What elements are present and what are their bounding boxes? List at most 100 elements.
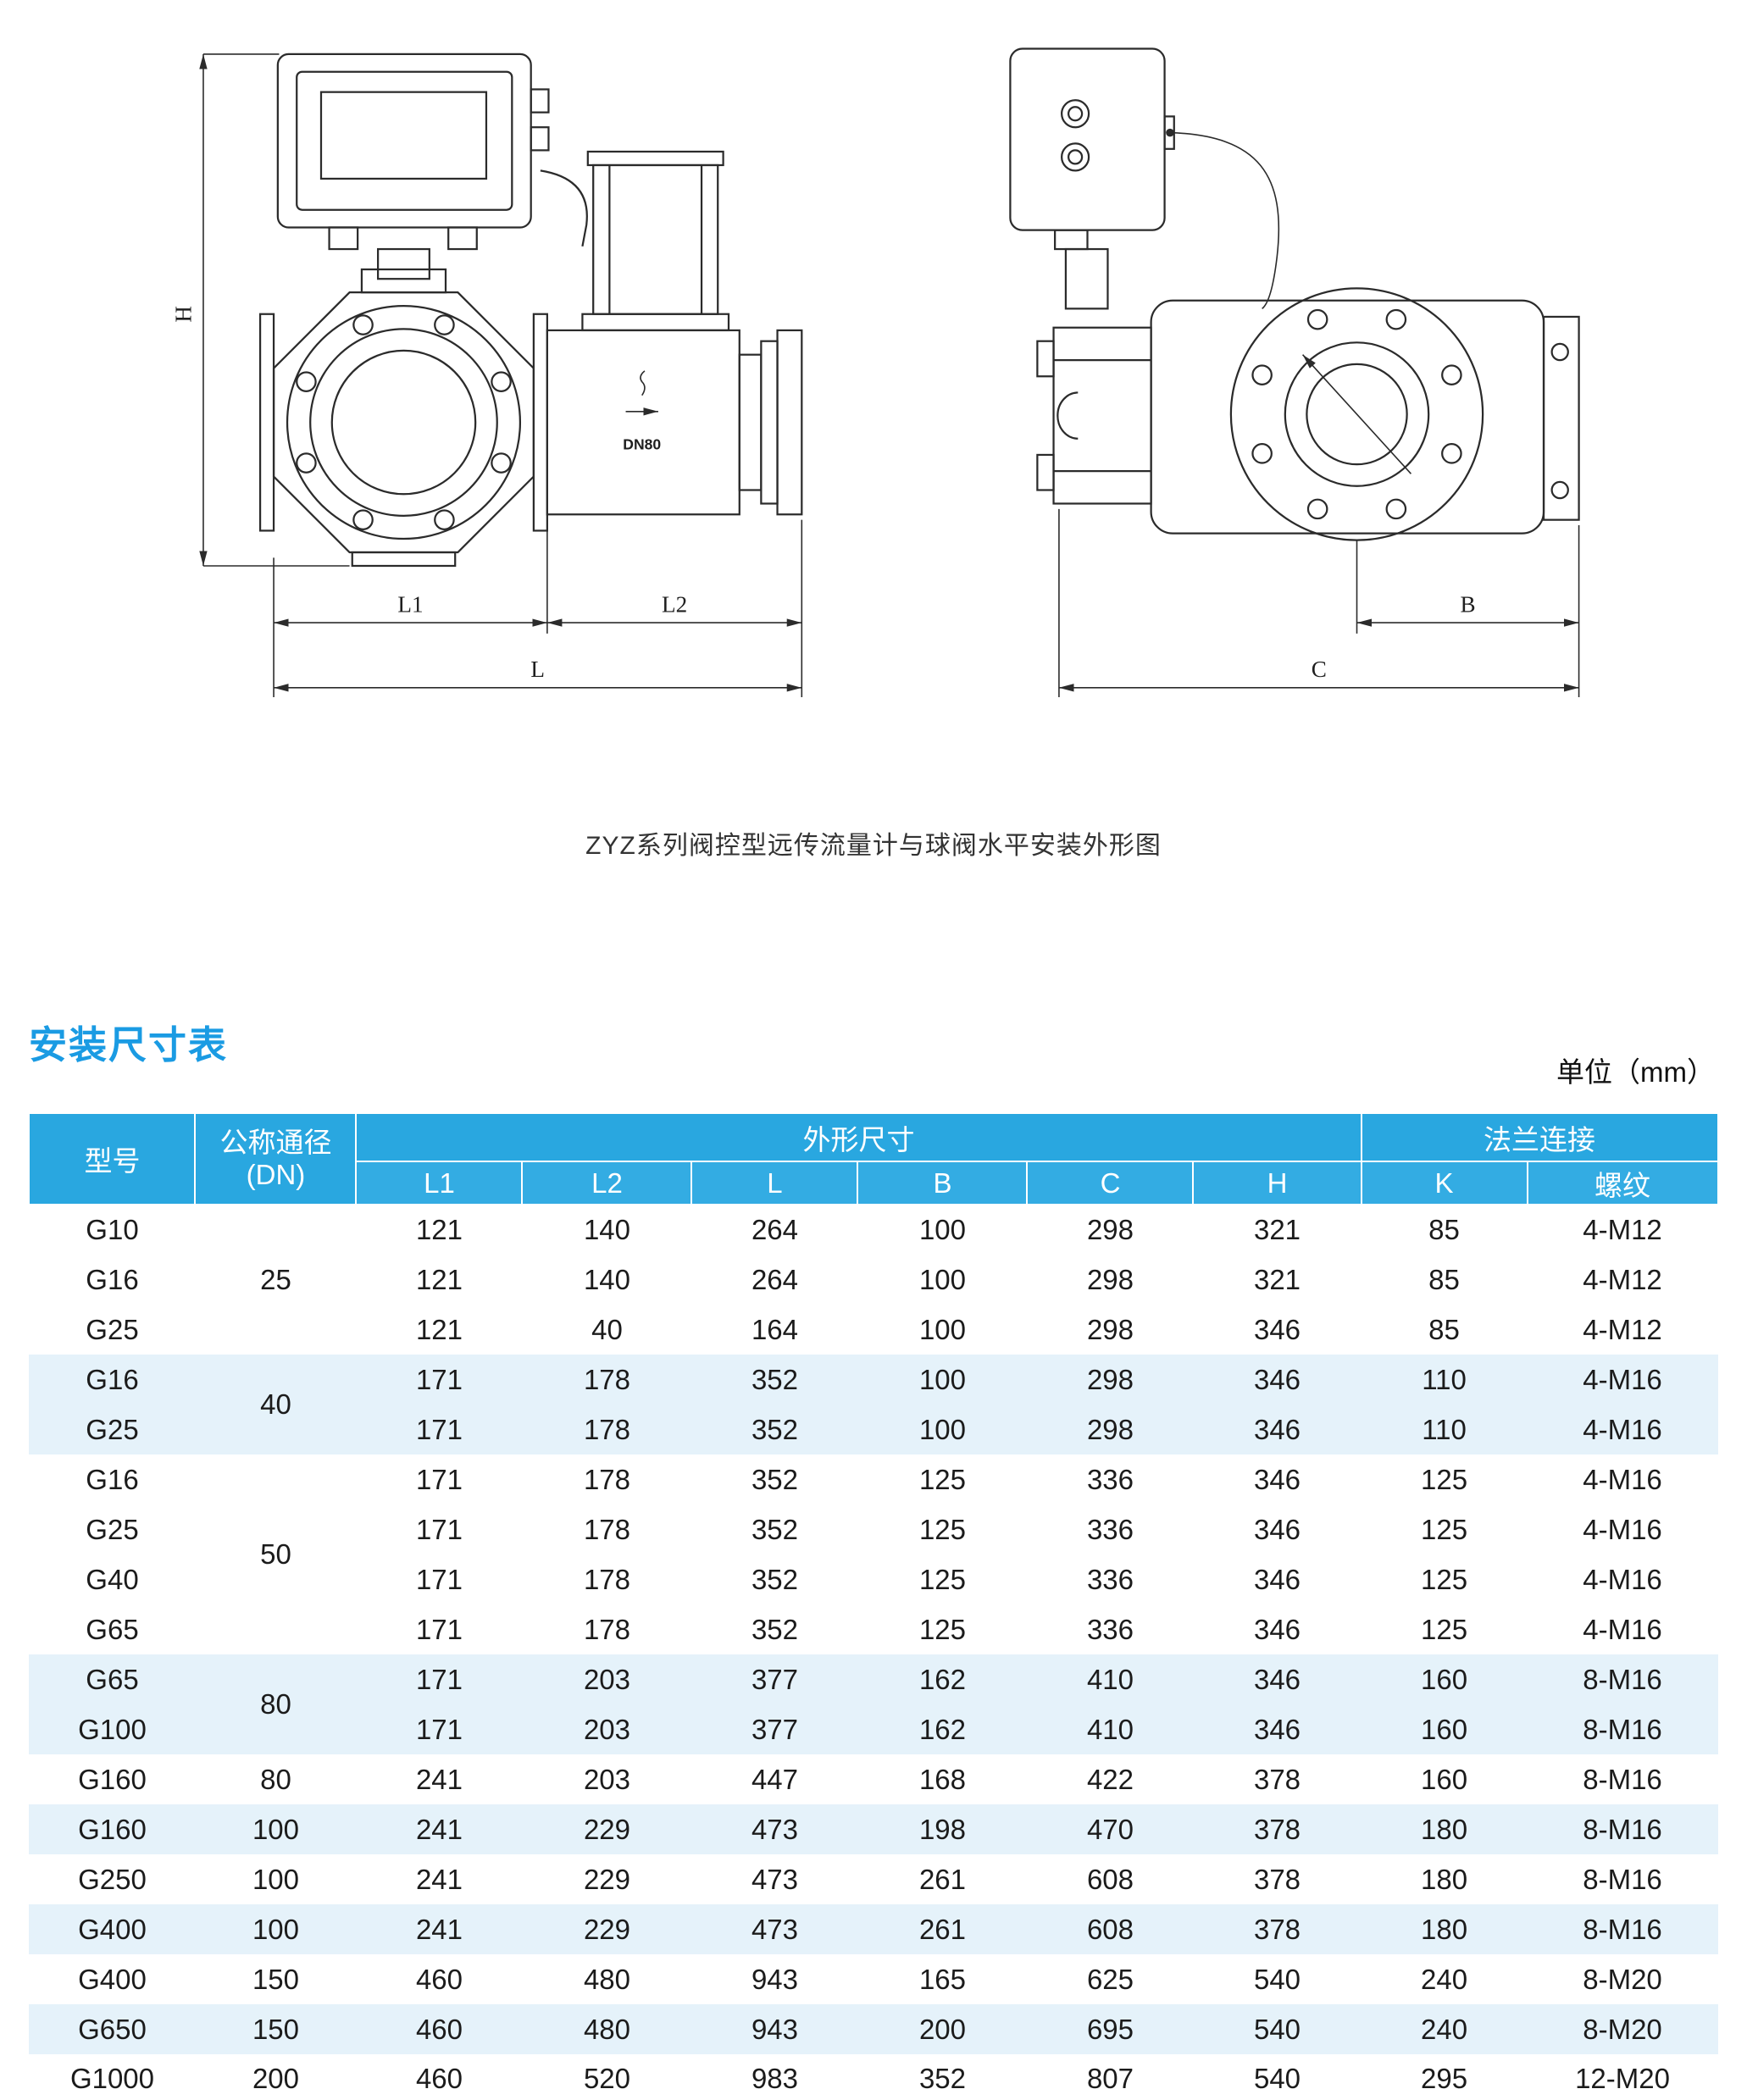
header-dn-line1: 公称通径 xyxy=(219,1127,332,1159)
cell-value: 540 xyxy=(1193,2054,1362,2100)
cell-value: 261 xyxy=(857,1904,1028,1954)
cell-value: 178 xyxy=(522,1405,692,1454)
cell-model: G160 xyxy=(78,1763,147,1795)
cell-value: 203 xyxy=(522,1704,692,1754)
cell-value: 125 xyxy=(918,1613,967,1645)
cell-value: 171 xyxy=(356,1355,523,1405)
cell-value: 336 xyxy=(1086,1563,1134,1595)
cell-value: 4-M12 xyxy=(1583,1214,1662,1245)
cell-value: 346 xyxy=(1253,1613,1301,1645)
cell-value: 943 xyxy=(691,2004,858,2054)
cell-value: 378 xyxy=(1193,1904,1362,1954)
cell-value: 4-M16 xyxy=(1583,1463,1662,1495)
cell-value: 378 xyxy=(1253,1763,1301,1795)
section-header: 安装尺寸表 单位（mm） xyxy=(29,1014,1718,1090)
cell-value: 121 xyxy=(415,1313,463,1345)
cell-value: 241 xyxy=(356,1804,523,1854)
cell-value: 12-M20 xyxy=(1527,2054,1718,2100)
cell-model: G10 xyxy=(86,1214,139,1245)
cell-value: 171 xyxy=(356,1654,523,1704)
cell-value: 121 xyxy=(415,1214,463,1245)
cell-value: 470 xyxy=(1027,1804,1194,1854)
cell-value: 520 xyxy=(522,2054,692,2100)
cell-dn: 200 xyxy=(195,2054,357,2100)
cell-value: 178 xyxy=(583,1563,631,1595)
cell-value: 8-M20 xyxy=(1583,1963,1662,1995)
cell-value: 447 xyxy=(751,1763,799,1795)
cell-model: G25 xyxy=(86,1313,139,1345)
cell-dn: 150 xyxy=(195,2004,357,2054)
cell-value: 540 xyxy=(1193,2004,1362,2054)
header-dn: 公称通径(DN) xyxy=(194,1112,358,1205)
front-view: H xyxy=(171,53,803,697)
cell-value: 229 xyxy=(583,1863,631,1895)
cell-value: 171 xyxy=(356,1405,523,1454)
cell-value: 807 xyxy=(1027,2054,1194,2100)
cell-value: 125 xyxy=(1420,1613,1468,1645)
cell-value: 4-M16 xyxy=(1583,1513,1662,1545)
cell-value: 241 xyxy=(415,1763,463,1795)
cell-value: 125 xyxy=(1420,1513,1468,1545)
cell-model: G1000 xyxy=(29,2054,196,2100)
dim-label-l1: L1 xyxy=(397,591,423,617)
cell-value: 241 xyxy=(356,1904,523,1954)
meter-stem-front xyxy=(360,247,447,294)
cell-value: 264 xyxy=(751,1214,799,1245)
cell-model: G650 xyxy=(29,2004,196,2054)
cell-value: 473 xyxy=(691,1904,858,1954)
header-model: 型号 xyxy=(28,1112,197,1205)
cell-value: 346 xyxy=(1193,1355,1362,1405)
cell-value: 125 xyxy=(918,1463,967,1495)
cell-model: G100 xyxy=(29,1704,196,1754)
cell-model: G16 xyxy=(86,1463,139,1495)
cell-value: 4-M12 xyxy=(1583,1263,1662,1295)
cell-value: 240 xyxy=(1420,1963,1468,1995)
cell-value: 171 xyxy=(415,1513,463,1545)
cell-value: 160 xyxy=(1361,1654,1528,1704)
section-title: 安装尺寸表 xyxy=(29,1023,229,1067)
cell-value: 125 xyxy=(1420,1563,1468,1595)
technical-drawing: H xyxy=(0,0,1747,697)
cell-value: 460 xyxy=(356,2054,523,2100)
side-view: B C xyxy=(1009,47,1580,697)
cell-value: 200 xyxy=(857,2004,1028,2054)
cell-value: 321 xyxy=(1253,1263,1301,1295)
cell-value: 100 xyxy=(918,1214,967,1245)
cell-value: 8-M16 xyxy=(1527,1654,1718,1704)
display-unit-front xyxy=(276,53,588,251)
cell-value: 85 xyxy=(1428,1263,1460,1295)
unit-label: 单位（mm） xyxy=(1556,1056,1715,1088)
cell-value: 125 xyxy=(918,1563,967,1595)
cell-value: 125 xyxy=(1420,1463,1468,1495)
header-l: L xyxy=(690,1161,859,1205)
cell-value: 203 xyxy=(583,1763,631,1795)
cell-value: 4-M16 xyxy=(1583,1563,1662,1595)
header-l1: L1 xyxy=(355,1161,524,1205)
meter-body-front xyxy=(258,291,548,568)
cell-value: 298 xyxy=(1086,1263,1134,1295)
cell-value: 8-M16 xyxy=(1527,1804,1718,1854)
header-thread: 螺纹 xyxy=(1526,1161,1719,1205)
cell-value: 298 xyxy=(1027,1355,1194,1405)
cell-value: 229 xyxy=(522,1804,692,1854)
cell-value: 352 xyxy=(751,1463,799,1495)
cell-value: 943 xyxy=(751,1963,799,1995)
cell-model: G65 xyxy=(29,1654,196,1704)
cell-value: 352 xyxy=(751,1613,799,1645)
cell-value: 352 xyxy=(751,1513,799,1545)
cell-value: 410 xyxy=(1027,1654,1194,1704)
cell-value: 261 xyxy=(918,1863,967,1895)
cell-value: 346 xyxy=(1253,1313,1301,1345)
dim-label-b: B xyxy=(1460,591,1475,617)
cell-value: 377 xyxy=(691,1704,858,1754)
